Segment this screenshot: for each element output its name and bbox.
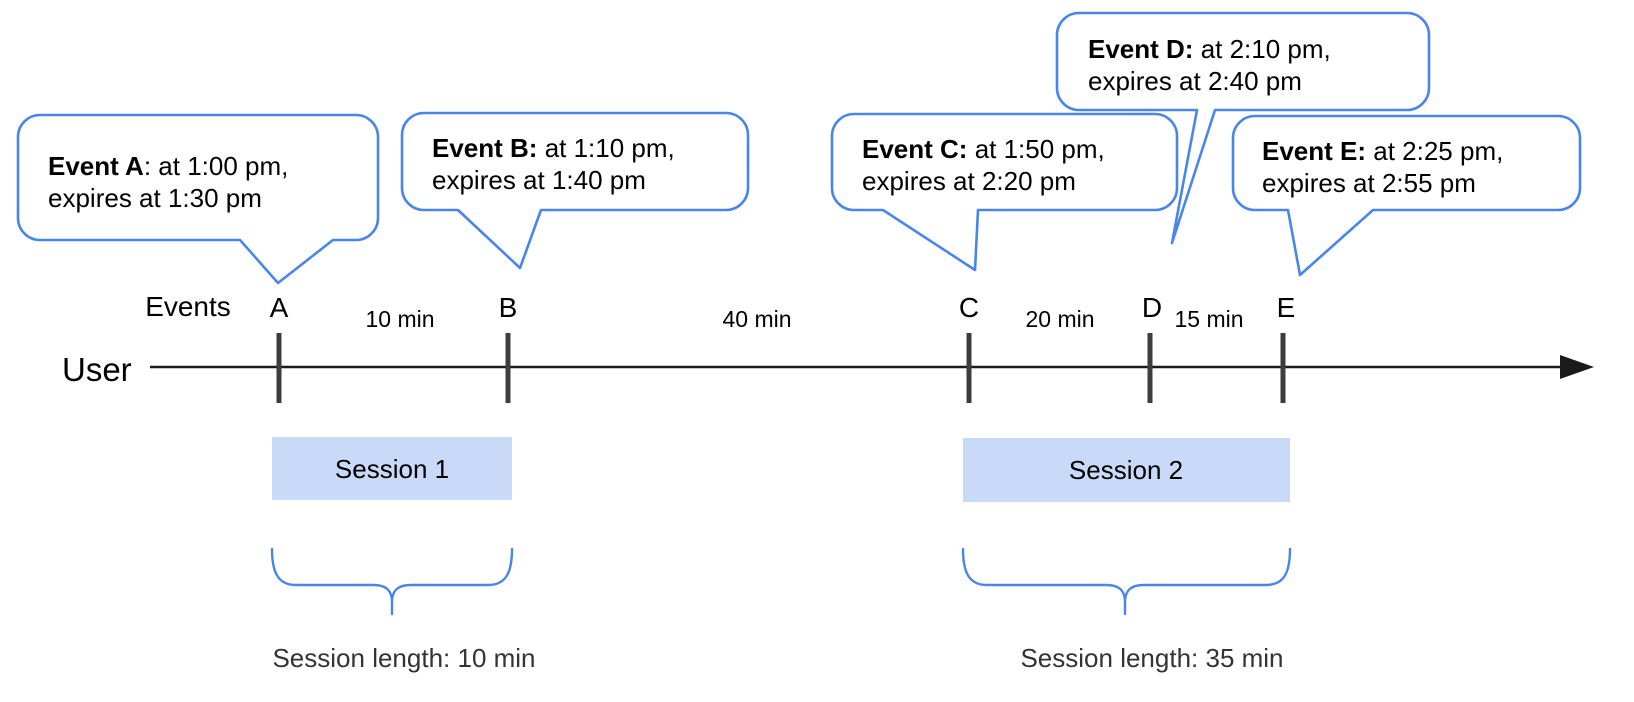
session-1-brace <box>270 547 514 616</box>
event-d-callout: Event D: at 2:10 pm, expires at 2:40 pm <box>1055 11 1431 245</box>
tick-label-d: D <box>1142 292 1162 323</box>
timeline-arrowhead-icon <box>1560 355 1594 379</box>
tick-label-a: A <box>270 292 289 323</box>
session-1-label: Session 1 <box>335 454 449 484</box>
gap-label-c-d: 20 min <box>1025 306 1094 332</box>
event-b-callout-text-line1: Event B: at 1:10 pm, <box>432 133 675 163</box>
event-b-callout-shape <box>400 111 750 270</box>
gap-label-b-c: 40 min <box>722 306 791 332</box>
session-2-label: Session 2 <box>1069 455 1183 485</box>
tick-label-b: B <box>499 292 518 323</box>
user-label: User <box>62 351 132 388</box>
event-a-callout-shape <box>16 113 380 285</box>
event-ticks: A B C D E <box>270 292 1296 403</box>
event-e-callout-shape <box>1231 114 1582 277</box>
event-b-callout-text-line2: expires at 1:40 pm <box>432 165 646 195</box>
tick-label-c: C <box>959 292 979 323</box>
event-e-callout: Event E: at 2:25 pm, expires at 2:55 pm <box>1231 114 1582 277</box>
timeline-axis: User Events <box>62 291 1594 388</box>
event-a-callout-text-line1: Event A: at 1:00 pm, <box>48 151 288 181</box>
session-2-length-caption: Session length: 35 min <box>1020 643 1283 673</box>
event-e-callout-text-line2: expires at 2:55 pm <box>1262 168 1476 198</box>
session-1-length-caption: Session length: 10 min <box>272 643 535 673</box>
gap-label-a-b: 10 min <box>365 306 434 332</box>
gap-label-d-e: 15 min <box>1174 306 1243 332</box>
session-1-box <box>272 437 512 500</box>
event-d-callout-text-line1: Event D: at 2:10 pm, <box>1088 34 1331 64</box>
session-1: Session 1 Session length: 10 min <box>270 437 536 673</box>
event-e-callout-text-line1: Event E: at 2:25 pm, <box>1262 136 1503 166</box>
event-a-callout-text-line2: expires at 1:30 pm <box>48 183 262 213</box>
event-c-callout-text-line2: expires at 2:20 pm <box>862 166 1076 196</box>
session-2-box <box>963 438 1290 502</box>
event-c-callout-text-line1: Event C: at 1:50 pm, <box>862 134 1105 164</box>
event-c-callout-shape <box>830 112 1179 272</box>
session-2-brace <box>961 547 1292 616</box>
event-a-callout: Event A: at 1:00 pm, expires at 1:30 pm <box>16 113 380 285</box>
gap-labels: 10 min 40 min 20 min 15 min <box>365 306 1243 332</box>
event-b-callout: Event B: at 1:10 pm, expires at 1:40 pm <box>400 111 750 270</box>
tick-label-e: E <box>1277 292 1296 323</box>
event-c-callout: Event C: at 1:50 pm, expires at 2:20 pm <box>830 112 1179 272</box>
session-2: Session 2 Session length: 35 min <box>961 438 1292 673</box>
event-d-callout-shape <box>1055 11 1431 245</box>
event-d-callout-text-line2: expires at 2:40 pm <box>1088 66 1302 96</box>
events-axis-label: Events <box>145 291 231 322</box>
